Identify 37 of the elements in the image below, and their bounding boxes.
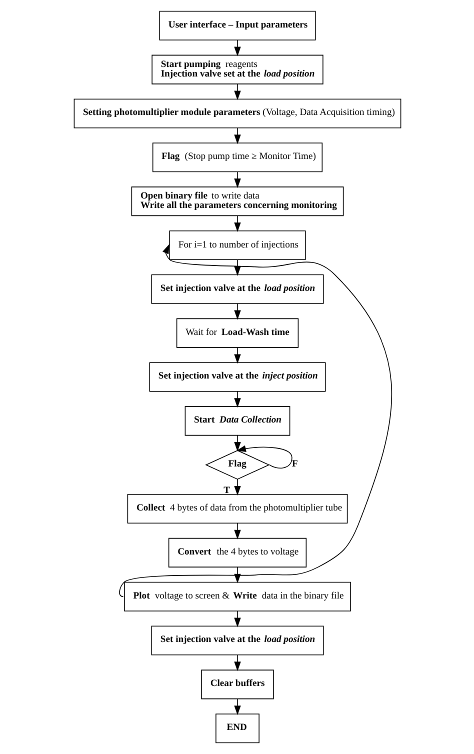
arrow: [234, 391, 240, 408]
arrow: [234, 610, 240, 628]
node-box: Wait for Load-Wash time: [176, 318, 298, 348]
arrow: [234, 434, 240, 452]
arrow: [236, 445, 292, 468]
arrow: [234, 303, 240, 320]
node-box: Flag (Stop pump time ≥ Monitor Time): [152, 142, 322, 172]
edge-label: F: [291, 458, 298, 470]
node-box: Set injection valve at the load position: [150, 626, 324, 656]
arrow: [234, 171, 240, 188]
node-box: END: [215, 714, 259, 744]
node-box: User interface – Input parameters: [158, 10, 316, 40]
arrow: [234, 128, 240, 144]
node-box: Clear buffers: [200, 670, 274, 700]
node-box: Start pumping reagents Injection valve set at the load position: [151, 54, 323, 84]
arrow: [234, 347, 240, 364]
arrow: [234, 84, 240, 100]
arrow: [234, 478, 240, 496]
node-box: Collect 4 bytes of data from the photomultiplier tube: [126, 494, 348, 524]
node-box: Setting photomultiplier module parameters (Voltage, Data Acquisition timing): [73, 98, 401, 128]
node-box: For i=1 to number of injections: [168, 230, 306, 260]
edge-label: T: [223, 485, 230, 496]
node-box: Convert the 4 bytes to voltage: [168, 538, 306, 568]
arrow: [118, 244, 392, 597]
node-box: Start Data Collection: [184, 406, 290, 436]
node-box: Set injection valve at the inject position: [148, 362, 326, 392]
arrow: [234, 566, 240, 584]
arrow: [234, 522, 240, 540]
node-box: Open binary file to write data Write all the parameters concerning monitoring: [130, 186, 344, 216]
arrow: [234, 698, 240, 716]
arrow: [234, 654, 240, 672]
arrow: [234, 215, 240, 232]
node-box: Plot voltage to screen & Write data in the binary file: [124, 582, 350, 612]
arrow: [234, 40, 240, 56]
node-diamond: Flag: [204, 450, 270, 480]
node-box: Set injection valve at the load position: [150, 274, 324, 304]
arrow: [234, 259, 240, 276]
